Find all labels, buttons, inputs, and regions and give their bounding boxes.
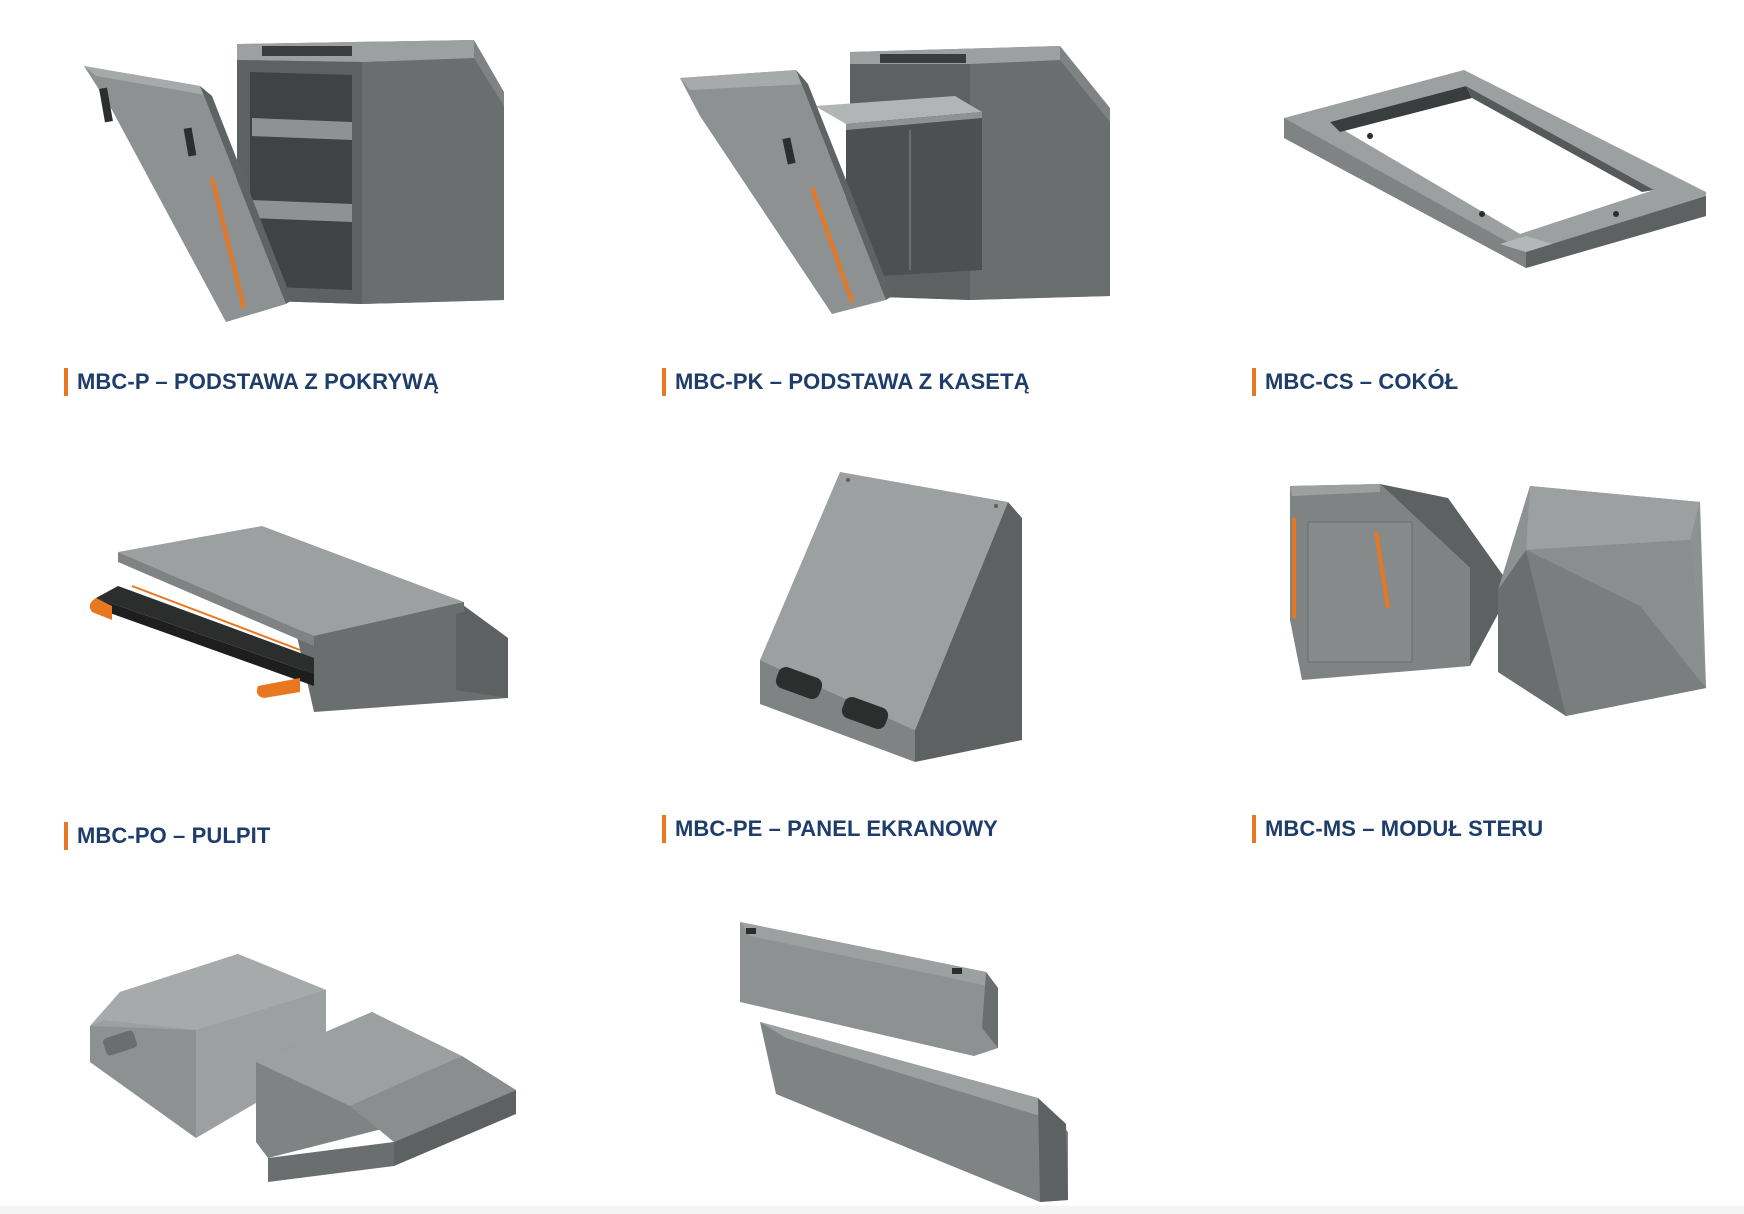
product-caption: MBC-MS – MODUŁ STERU bbox=[1252, 814, 1543, 844]
product-card-mbc-po[interactable]: MBC-PO – PULPIT bbox=[0, 440, 580, 860]
cabinet-with-drawer-image[interactable] bbox=[590, 0, 1170, 330]
product-title[interactable]: MBC-PK – PODSTAWA Z KASETĄ bbox=[675, 369, 1030, 394]
accent-bar bbox=[64, 822, 68, 850]
long-panel-bars-image[interactable] bbox=[590, 910, 1170, 1210]
plinth-frame-image[interactable] bbox=[1180, 0, 1744, 330]
product-card-mbc-d1[interactable] bbox=[0, 930, 580, 1210]
accent-bar bbox=[1252, 368, 1256, 396]
product-card-mbc-d2[interactable] bbox=[590, 910, 1170, 1210]
product-card-mbc-ms[interactable]: MBC-MS – MODUŁ STERU bbox=[1180, 440, 1744, 860]
product-title[interactable]: MBC-PO – PULPIT bbox=[77, 823, 271, 848]
accent-bar bbox=[1252, 815, 1256, 843]
screen-panel-image[interactable] bbox=[590, 440, 1170, 780]
accent-bar bbox=[662, 368, 666, 396]
accent-bar bbox=[662, 815, 666, 843]
accent-bar bbox=[64, 368, 68, 396]
product-card-mbc-pk[interactable]: MBC-PK – PODSTAWA Z KASETĄ bbox=[590, 0, 1170, 400]
product-caption: MBC-CS – COKÓŁ bbox=[1252, 367, 1458, 397]
product-title[interactable]: MBC-PE – PANEL EKRANOWY bbox=[675, 816, 998, 841]
product-title[interactable]: MBC-P – PODSTAWA Z POKRYWĄ bbox=[77, 369, 439, 394]
product-caption: MBC-P – PODSTAWA Z POKRYWĄ bbox=[64, 367, 439, 397]
steering-module-image[interactable] bbox=[1180, 440, 1744, 760]
product-card-mbc-pe[interactable]: MBC-PE – PANEL EKRANOWY bbox=[590, 440, 1170, 860]
product-caption: MBC-PO – PULPIT bbox=[64, 821, 270, 851]
product-caption: MBC-PE – PANEL EKRANOWY bbox=[662, 814, 998, 844]
product-caption: MBC-PK – PODSTAWA Z KASETĄ bbox=[662, 367, 1030, 397]
cabinet-with-cover-image[interactable] bbox=[0, 0, 580, 330]
console-boxes-image[interactable] bbox=[0, 930, 580, 1190]
page-bottom-strip bbox=[0, 1206, 1744, 1214]
product-title[interactable]: MBC-CS – COKÓŁ bbox=[1265, 369, 1459, 394]
product-title[interactable]: MBC-MS – MODUŁ STERU bbox=[1265, 816, 1544, 841]
product-card-mbc-cs[interactable]: MBC-CS – COKÓŁ bbox=[1180, 0, 1744, 400]
desk-console-image[interactable] bbox=[0, 440, 580, 740]
product-card-mbc-p[interactable]: MBC-P – PODSTAWA Z POKRYWĄ bbox=[0, 0, 580, 400]
